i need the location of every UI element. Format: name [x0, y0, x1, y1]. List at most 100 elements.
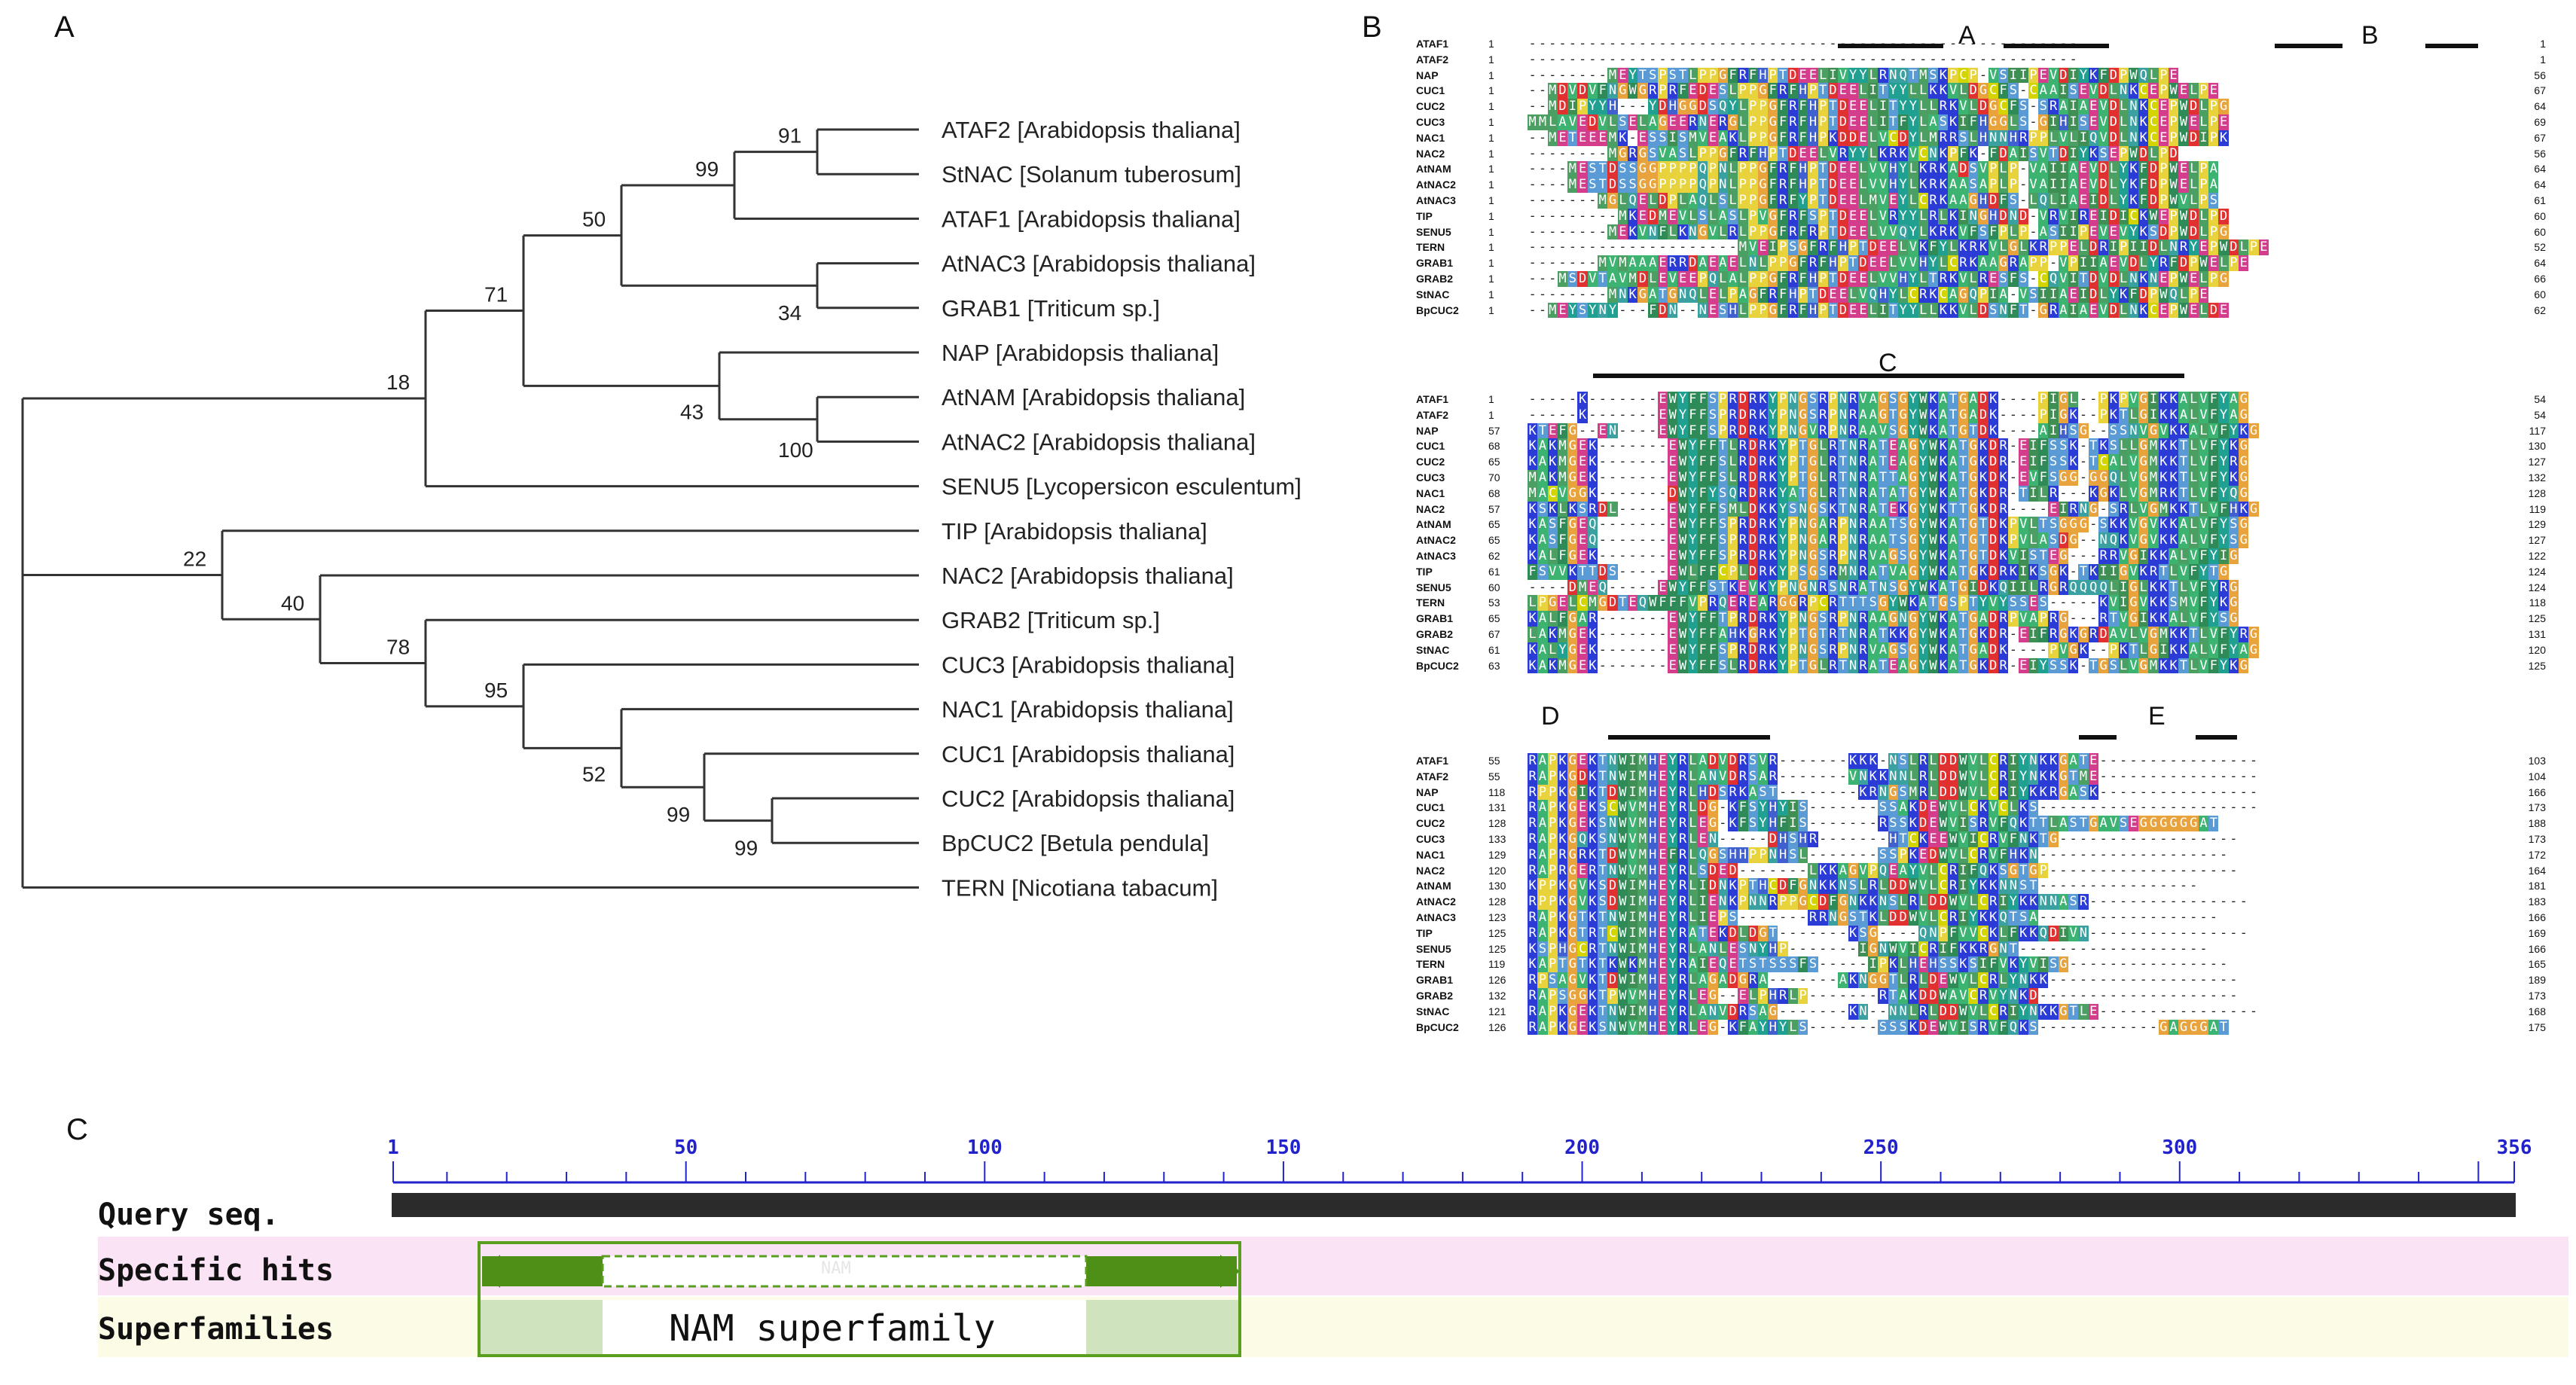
sequence-name: GRAB2: [1416, 989, 1454, 1002]
sequence-start: 1: [1488, 147, 1494, 160]
sequence-start: 130: [1488, 880, 1506, 892]
sequence-start: 121: [1488, 1005, 1506, 1017]
sequence-start: 1: [1488, 393, 1494, 405]
sequence-end: 56: [2534, 147, 2546, 160]
sequence-name: AtNAC2: [1416, 895, 1456, 908]
sequence-name: NAP: [1416, 69, 1439, 81]
ruler-tick-label: 250: [1863, 1136, 1899, 1159]
leaf-label: AtNAC2 [Arabidopsis thaliana]: [942, 429, 1256, 455]
sequence-start: 1: [1488, 209, 1494, 222]
sequence-start: 125: [1488, 942, 1506, 955]
sequence-start: 1: [1488, 408, 1494, 421]
sequence-end: 166: [2528, 786, 2546, 798]
leaf-label: SENU5 [Lycopersicon esculentum]: [942, 474, 1302, 500]
sequence-end: 166: [2528, 942, 2546, 955]
sequence-name: TERN: [1416, 241, 1445, 254]
sequence-name: AtNAC3: [1416, 194, 1456, 206]
sequence-end: 60: [2534, 288, 2546, 300]
sequence-name: ATAF1: [1416, 393, 1449, 405]
sequence-end: 165: [2528, 958, 2546, 971]
sequence-name: ATAF2: [1416, 770, 1449, 782]
motif-bar: [1608, 735, 1770, 740]
motif-bar: [1838, 44, 1943, 48]
leaf-label: TIP [Arabidopsis thaliana]: [942, 518, 1207, 545]
bootstrap-value: 40: [281, 591, 304, 615]
sequence-end: 169: [2528, 926, 2546, 939]
query-seq-label: Query seq.: [98, 1197, 279, 1232]
sequence-name: AtNAC3: [1416, 911, 1456, 923]
sequence-start: 120: [1488, 864, 1506, 877]
sequence-end: 173: [2528, 989, 2546, 1002]
bootstrap-value: 100: [778, 438, 813, 462]
sequence-start: 131: [1488, 801, 1506, 814]
sequence-start: 1: [1488, 288, 1494, 300]
sequence-name: StNAC: [1416, 288, 1450, 300]
motif-label: D: [1541, 702, 1560, 731]
sequence-name: ATAF1: [1416, 755, 1449, 767]
sequence-end: 52: [2534, 241, 2546, 254]
sequence-end: 127: [2528, 534, 2546, 547]
sequence-name: CUC3: [1416, 471, 1445, 484]
sequence-start: 1: [1488, 53, 1494, 66]
bootstrap-value: 34: [778, 301, 801, 325]
sequence-end: 124: [2528, 565, 2546, 578]
sequence-name: GRAB1: [1416, 257, 1454, 270]
sequence-name: CUC3: [1416, 832, 1445, 845]
sequence-end: 122: [2528, 549, 2546, 562]
sequence-end: 64: [2534, 257, 2546, 270]
sequence-start: 1: [1488, 38, 1494, 50]
bootstrap-value: 78: [386, 636, 410, 659]
sequence-name: NAC2: [1416, 147, 1445, 160]
sequence-end: 69: [2534, 115, 2546, 128]
sequence-name: StNAC: [1416, 643, 1450, 656]
sequence-start: 55: [1488, 755, 1500, 767]
motif-bar: [2425, 44, 2478, 48]
bootstrap-value: 99: [734, 837, 758, 860]
sequence-name: NAC1: [1416, 131, 1445, 144]
sequence-name: NAC1: [1416, 848, 1445, 861]
sequence-end: 56: [2534, 69, 2546, 81]
sequence-residues: ----------------------------------------…: [1528, 36, 2077, 51]
sequence-name: CUC1: [1416, 801, 1445, 814]
sequence-name: CUC1: [1416, 84, 1445, 97]
motif-label: B: [2361, 21, 2379, 50]
ruler-tick-label: 50: [674, 1136, 697, 1159]
